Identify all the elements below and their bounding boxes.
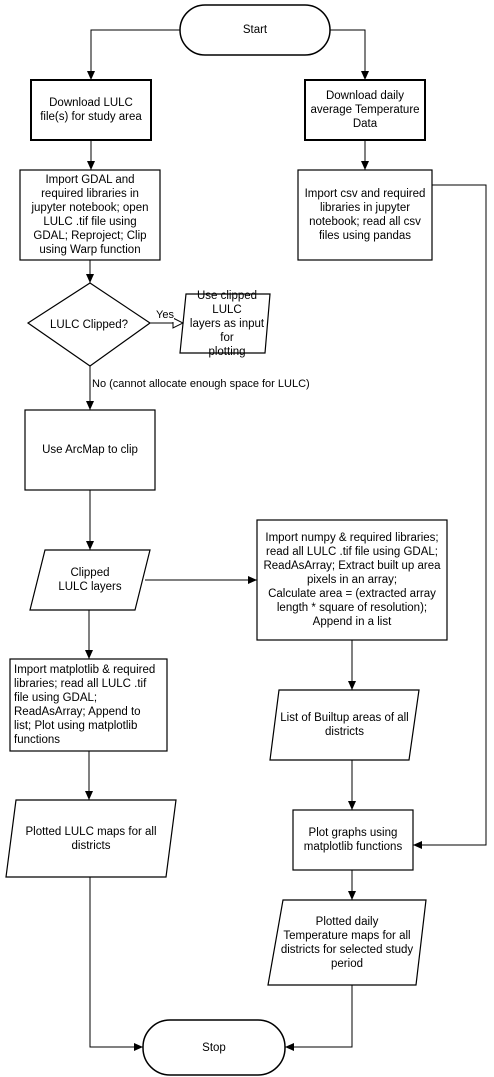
edge-csv-to-plotgraphs [413,184,487,849]
plotted-temp-parallelogram [267,899,427,986]
plotted-lulc-parallelogram [5,799,177,878]
edge-plotted-to-stop [89,877,143,1051]
import-matplotlib-label: Import matplotlib & required libraries; … [14,664,156,746]
arcmap-label: Use ArcMap to clip [42,444,138,456]
stop-label: Stop [202,1041,226,1054]
edge-start-to-lulc [87,29,180,80]
plotted-temp-label: Plotted daily Temperature maps for all d… [280,915,414,970]
edge-start-to-temp [330,29,369,80]
edge-label-yes: Yes [156,309,174,322]
download-temp-label: Download daily average Temperature Data [310,90,420,130]
download-lulc-label: Download LULC file(s) for study area [40,97,142,123]
edge-temp-to-stop [285,985,353,1051]
import-numpy-label: Import numpy & required libraries; read … [263,532,441,628]
start-label: Start [242,24,268,36]
use-clipped-parallelogram [179,293,271,354]
plotted-lulc-label: Plotted LULC maps for all districts [25,825,157,852]
import-gdal-label: Import GDAL and required libraries in ju… [31,174,149,256]
plot-graphs-box [292,809,414,871]
lulc-clipped-label: LULC Clipped? [50,318,128,331]
plot-graphs-label: Plot graphs using matplotlib functions [303,827,403,853]
use-clipped-label: Use clipped LULC layers as input for plo… [189,289,265,358]
import-csv-label: Import csv and required libraries in jup… [304,188,426,242]
builtup-list-label: List of Builtup areas of all districts [280,712,409,738]
edge-label-no: No (cannot allocate enough space for LUL… [92,378,310,391]
clipped-layers-parallelogram [29,549,151,611]
builtup-list-parallelogram [269,689,420,761]
clipped-layers-label: Clipped LULC layers [58,567,122,593]
